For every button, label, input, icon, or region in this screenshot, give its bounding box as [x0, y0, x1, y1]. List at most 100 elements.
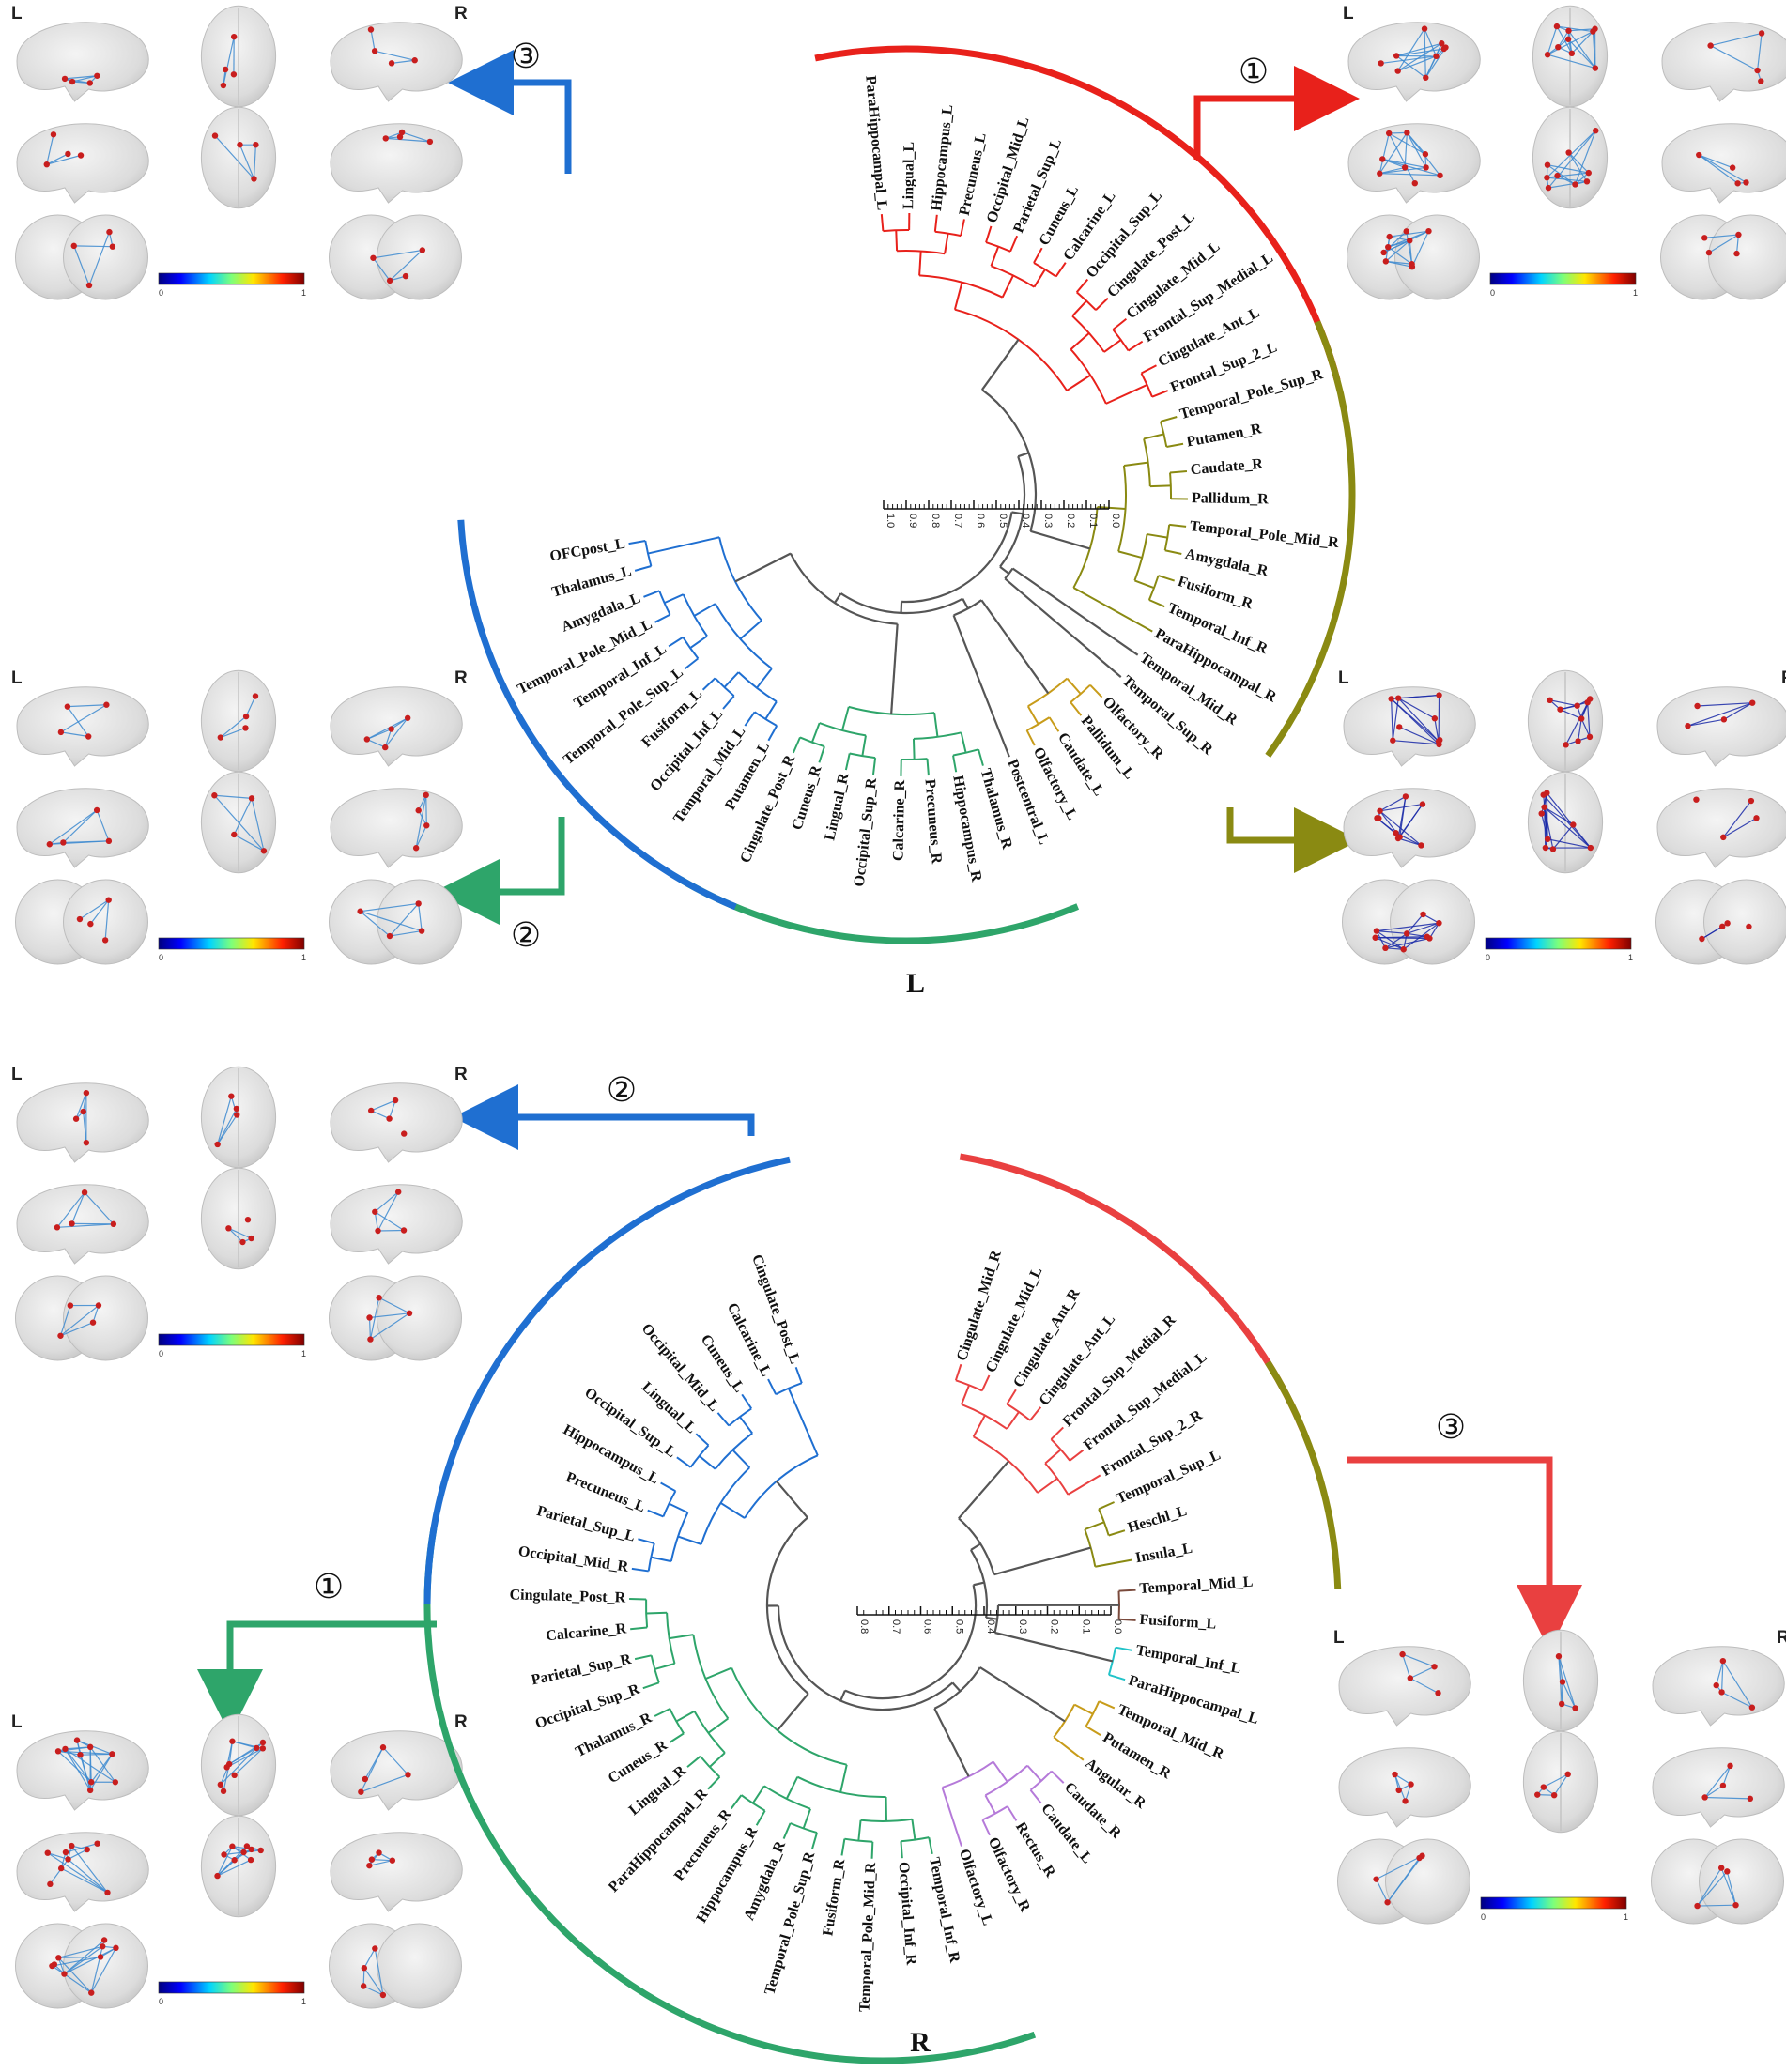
- leaf-label: Fusiform_R: [820, 1857, 848, 1937]
- brain-view-lateral: [330, 123, 463, 204]
- arc-green: [679, 876, 1080, 944]
- leaf-label: Lingual_L: [901, 142, 917, 209]
- brain-view-axial: [1532, 106, 1609, 209]
- brain-view-lateral: [1661, 22, 1786, 102]
- leaf-label: Occipital_Sup_R: [852, 776, 881, 887]
- brain-view-coronal: [1337, 1838, 1470, 1925]
- brain-view-coronal: [15, 879, 148, 965]
- brain-view-axial: [200, 669, 277, 773]
- brain-view-coronal: [15, 214, 148, 300]
- scale-tick-label: 0.9: [907, 514, 918, 528]
- leaf-label: Parietal_Sup_L: [535, 1503, 637, 1545]
- leaf-label: Rectus_R: [1012, 1819, 1058, 1880]
- arc-olive: [1265, 1360, 1342, 1589]
- brain-view-coronal: [329, 1275, 462, 1361]
- brain-view-lateral: [1652, 1646, 1785, 1727]
- colorbar: [158, 937, 305, 950]
- side-label-right: R: [1781, 668, 1786, 688]
- dendrogram-R: Cingulate_Mid_RCingulate_Mid_LCingulate_…: [423, 1153, 1342, 2064]
- scale-tick-label: 0.4: [985, 1619, 996, 1634]
- brain-view-lateral: [330, 1730, 463, 1811]
- cluster-green: [629, 1597, 933, 1859]
- colorbar: [158, 272, 305, 285]
- colorbar-max: 1: [301, 953, 306, 962]
- scale-tick-label: 1.0: [885, 514, 896, 528]
- scale-tick-label: 0.6: [975, 514, 986, 528]
- colorbar: [1480, 1896, 1627, 1910]
- side-label-left: L: [11, 1712, 23, 1732]
- colorbar: [1489, 272, 1637, 285]
- cluster-number: ③: [1436, 1408, 1466, 1447]
- brain-view-coronal: [1342, 879, 1475, 965]
- cluster-gold: [1025, 677, 1103, 746]
- leaf-label: Thalamus_L: [550, 563, 634, 601]
- arc-red: [814, 45, 1341, 381]
- panel-label: R: [910, 2027, 931, 2058]
- scale-tick-label: 0.7: [952, 514, 963, 528]
- brain-view-lateral: [330, 788, 463, 868]
- side-label-left: L: [1338, 668, 1349, 688]
- leaf-label: Pallidum_R: [1192, 490, 1269, 507]
- scale-tick-label: 0.3: [1042, 514, 1054, 528]
- side-label-right: R: [454, 1065, 468, 1084]
- side-label-right: R: [454, 668, 468, 688]
- colorbar-min: 0: [159, 953, 163, 962]
- brain-view-lateral: [1656, 788, 1786, 868]
- cluster-gold: [1053, 1700, 1116, 1761]
- scale-tick-label: 0.3: [1017, 1619, 1028, 1634]
- scale-tick-label: 0.2: [1065, 514, 1076, 528]
- panel-label: L: [906, 968, 925, 999]
- side-label-right: R: [454, 4, 468, 23]
- leaf-label: ParaHippocampal_R: [606, 1786, 711, 1895]
- side-label-right: R: [1777, 1628, 1786, 1648]
- brain-view-lateral: [330, 686, 463, 767]
- brain-view-axial: [200, 5, 277, 108]
- colorbar-max: 1: [1624, 1912, 1628, 1922]
- brain-view-axial: [1527, 669, 1604, 773]
- leaf-label: Temporal_Pole_Mid_R: [1189, 518, 1340, 551]
- arc-blue: [423, 1156, 791, 1605]
- brain-view-lateral: [1347, 22, 1481, 102]
- leaf-label: Lingual_R: [822, 772, 852, 842]
- scale-tick-label: 0.2: [1049, 1619, 1060, 1634]
- leaf-label: Cingulate_Post_R: [509, 1587, 625, 1605]
- leaf-label: Olfactory_L: [956, 1848, 995, 1928]
- brain-view-lateral: [1347, 123, 1481, 204]
- brain-view-axial: [200, 1815, 277, 1918]
- leaf-label: Heschl_L: [1126, 1503, 1189, 1536]
- scale-tick-label: 0.5: [953, 1619, 964, 1634]
- colorbar-min: 0: [159, 288, 163, 298]
- leaf-label: Hippocampus_R: [949, 775, 984, 883]
- side-label-left: L: [11, 668, 23, 688]
- leaf-label: Amygdala_R: [1184, 546, 1270, 580]
- leaf-label: Calcarine_R: [546, 1620, 628, 1644]
- cluster-blue: [628, 536, 778, 742]
- scale-tick-label: 0.7: [890, 1619, 901, 1634]
- cluster-number: ①: [314, 1568, 344, 1606]
- colorbar-max: 1: [301, 1349, 306, 1358]
- leaf-label: Cingulate_Mid_L: [1124, 238, 1224, 322]
- scale-tick-label: 0.8: [858, 1619, 870, 1634]
- scale-tick-label: 0.4: [1020, 514, 1031, 528]
- scale-tick-label: 0.8: [930, 514, 941, 528]
- arc-blue: [457, 519, 737, 911]
- cluster-number: ①: [1239, 53, 1269, 91]
- scale-tick-label: 0.0: [1110, 514, 1121, 528]
- brain-view-coronal: [329, 214, 462, 300]
- leaf-label: Temporal_Inf_R: [926, 1856, 962, 1965]
- brain-view-axial: [1522, 1730, 1599, 1834]
- brain-view-lateral: [16, 1730, 149, 1811]
- brain-view-coronal: [1347, 214, 1480, 300]
- cluster-arcs: [457, 45, 1356, 944]
- leaf-label: Precuneus_R: [922, 778, 945, 865]
- brain-view-lateral: [330, 1184, 463, 1265]
- cluster-number: ③: [511, 38, 541, 76]
